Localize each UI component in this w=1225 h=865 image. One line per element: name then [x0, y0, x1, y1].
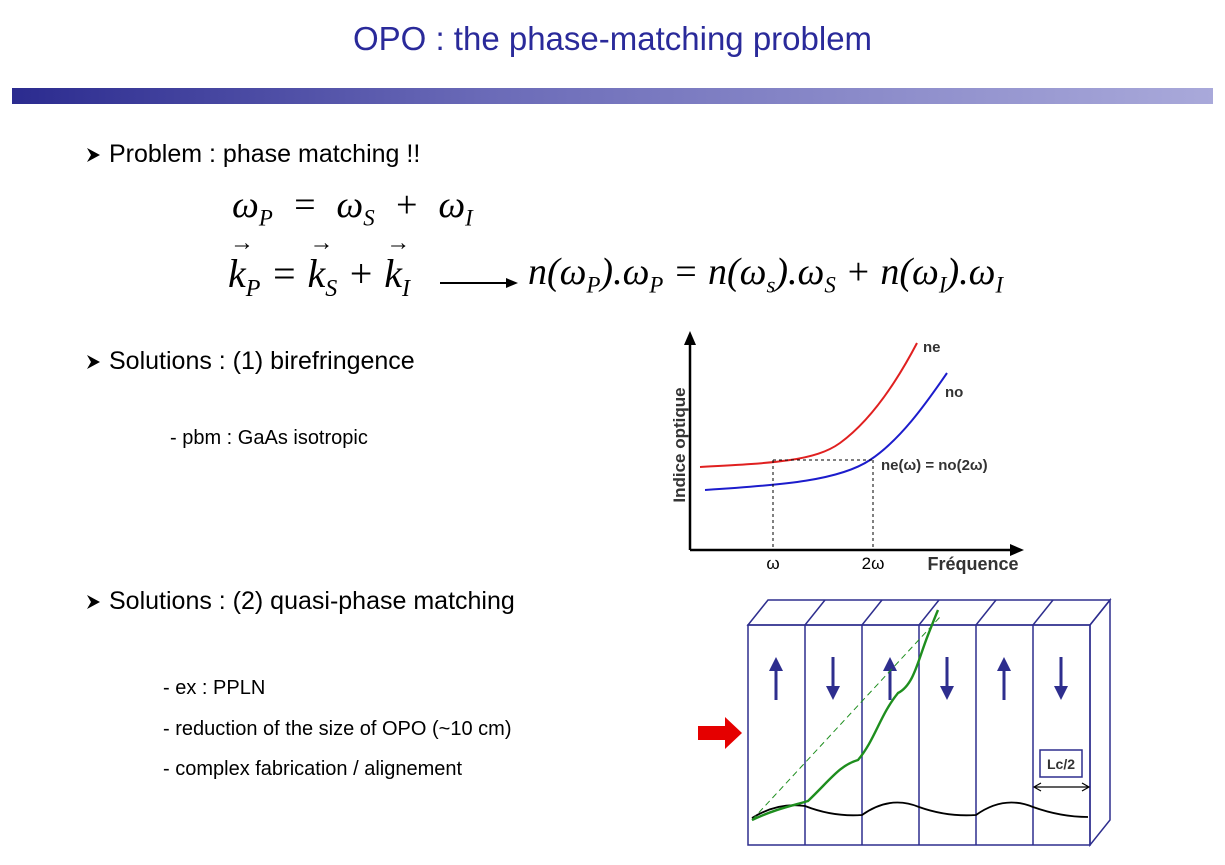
- implies-arrow-icon: [440, 278, 518, 288]
- qpm-growth-curve: [751, 609, 940, 822]
- bullet-text: Solutions : (2) quasi-phase matching: [109, 587, 515, 615]
- bullet-birefringence: Solutions : (1) birefringence: [85, 347, 415, 376]
- ideal-growth-line: [751, 616, 941, 821]
- index-condition-equation: n(ωP).ωP = n(ωs).ωS + n(ωI).ωI: [528, 251, 1004, 298]
- lc-label: Lc/2: [1047, 756, 1075, 772]
- domain-down-arrow-icon: [1054, 657, 1068, 700]
- arrow-bullet-icon: [87, 594, 100, 609]
- no-label: no: [945, 384, 963, 401]
- bullet-qpm: Solutions : (2) quasi-phase matching: [85, 587, 515, 616]
- crystal-side-face: [1089, 597, 1111, 848]
- sub-item-fabrication: - complex fabrication / alignement: [163, 758, 463, 780]
- arrow-bullet-icon: [87, 147, 100, 162]
- two-omega-tick: 2ω: [862, 554, 885, 573]
- domain-up-arrow-icon: [997, 657, 1011, 700]
- phase-mismatch-curve: [751, 801, 1089, 819]
- no-curve: [704, 372, 948, 491]
- x-axis-label: Fréquence: [927, 554, 1018, 574]
- ne-label: ne: [923, 339, 941, 356]
- arrow-bullet-icon: [87, 354, 100, 369]
- bullet-text: Problem : phase matching !!: [109, 140, 421, 168]
- bullet-text: Solutions : (1) birefringence: [109, 347, 415, 375]
- x-axis-arrowhead: [1010, 544, 1024, 556]
- momentum-equation: kP = kS + kI: [228, 230, 410, 303]
- energy-equation: ωP = ωS + ωI: [232, 184, 473, 231]
- input-beam-arrow-icon: [698, 717, 742, 749]
- y-axis-arrowhead: [684, 331, 696, 345]
- qpm-figure: Lc/2: [698, 597, 1112, 848]
- domain-up-arrow-icon: [883, 657, 897, 700]
- bullet-problem: Problem : phase matching !!: [85, 140, 420, 169]
- domain-down-arrow-icon: [826, 657, 840, 700]
- sub-item-gaas: - pbm : GaAs isotropic: [170, 427, 368, 449]
- birefringence-figure: Indice optique Fréquence ne no ne(ω) = n…: [670, 331, 1024, 574]
- sub-item-ppln: - ex : PPLN: [163, 677, 266, 699]
- crossing-label: ne(ω) = no(2ω): [881, 457, 988, 474]
- title-gradient-bar: [12, 88, 1213, 104]
- sub-item-size: - reduction of the size of OPO (~10 cm): [163, 718, 512, 740]
- omega-tick: ω: [766, 554, 779, 573]
- domain-down-arrow-icon: [940, 657, 954, 700]
- y-axis-label: Indice optique: [670, 387, 689, 502]
- slide-title: OPO : the phase-matching problem: [352, 20, 873, 57]
- ne-curve: [699, 342, 918, 468]
- lc-label-box: [1039, 749, 1083, 778]
- domain-up-arrow-icon: [769, 657, 783, 700]
